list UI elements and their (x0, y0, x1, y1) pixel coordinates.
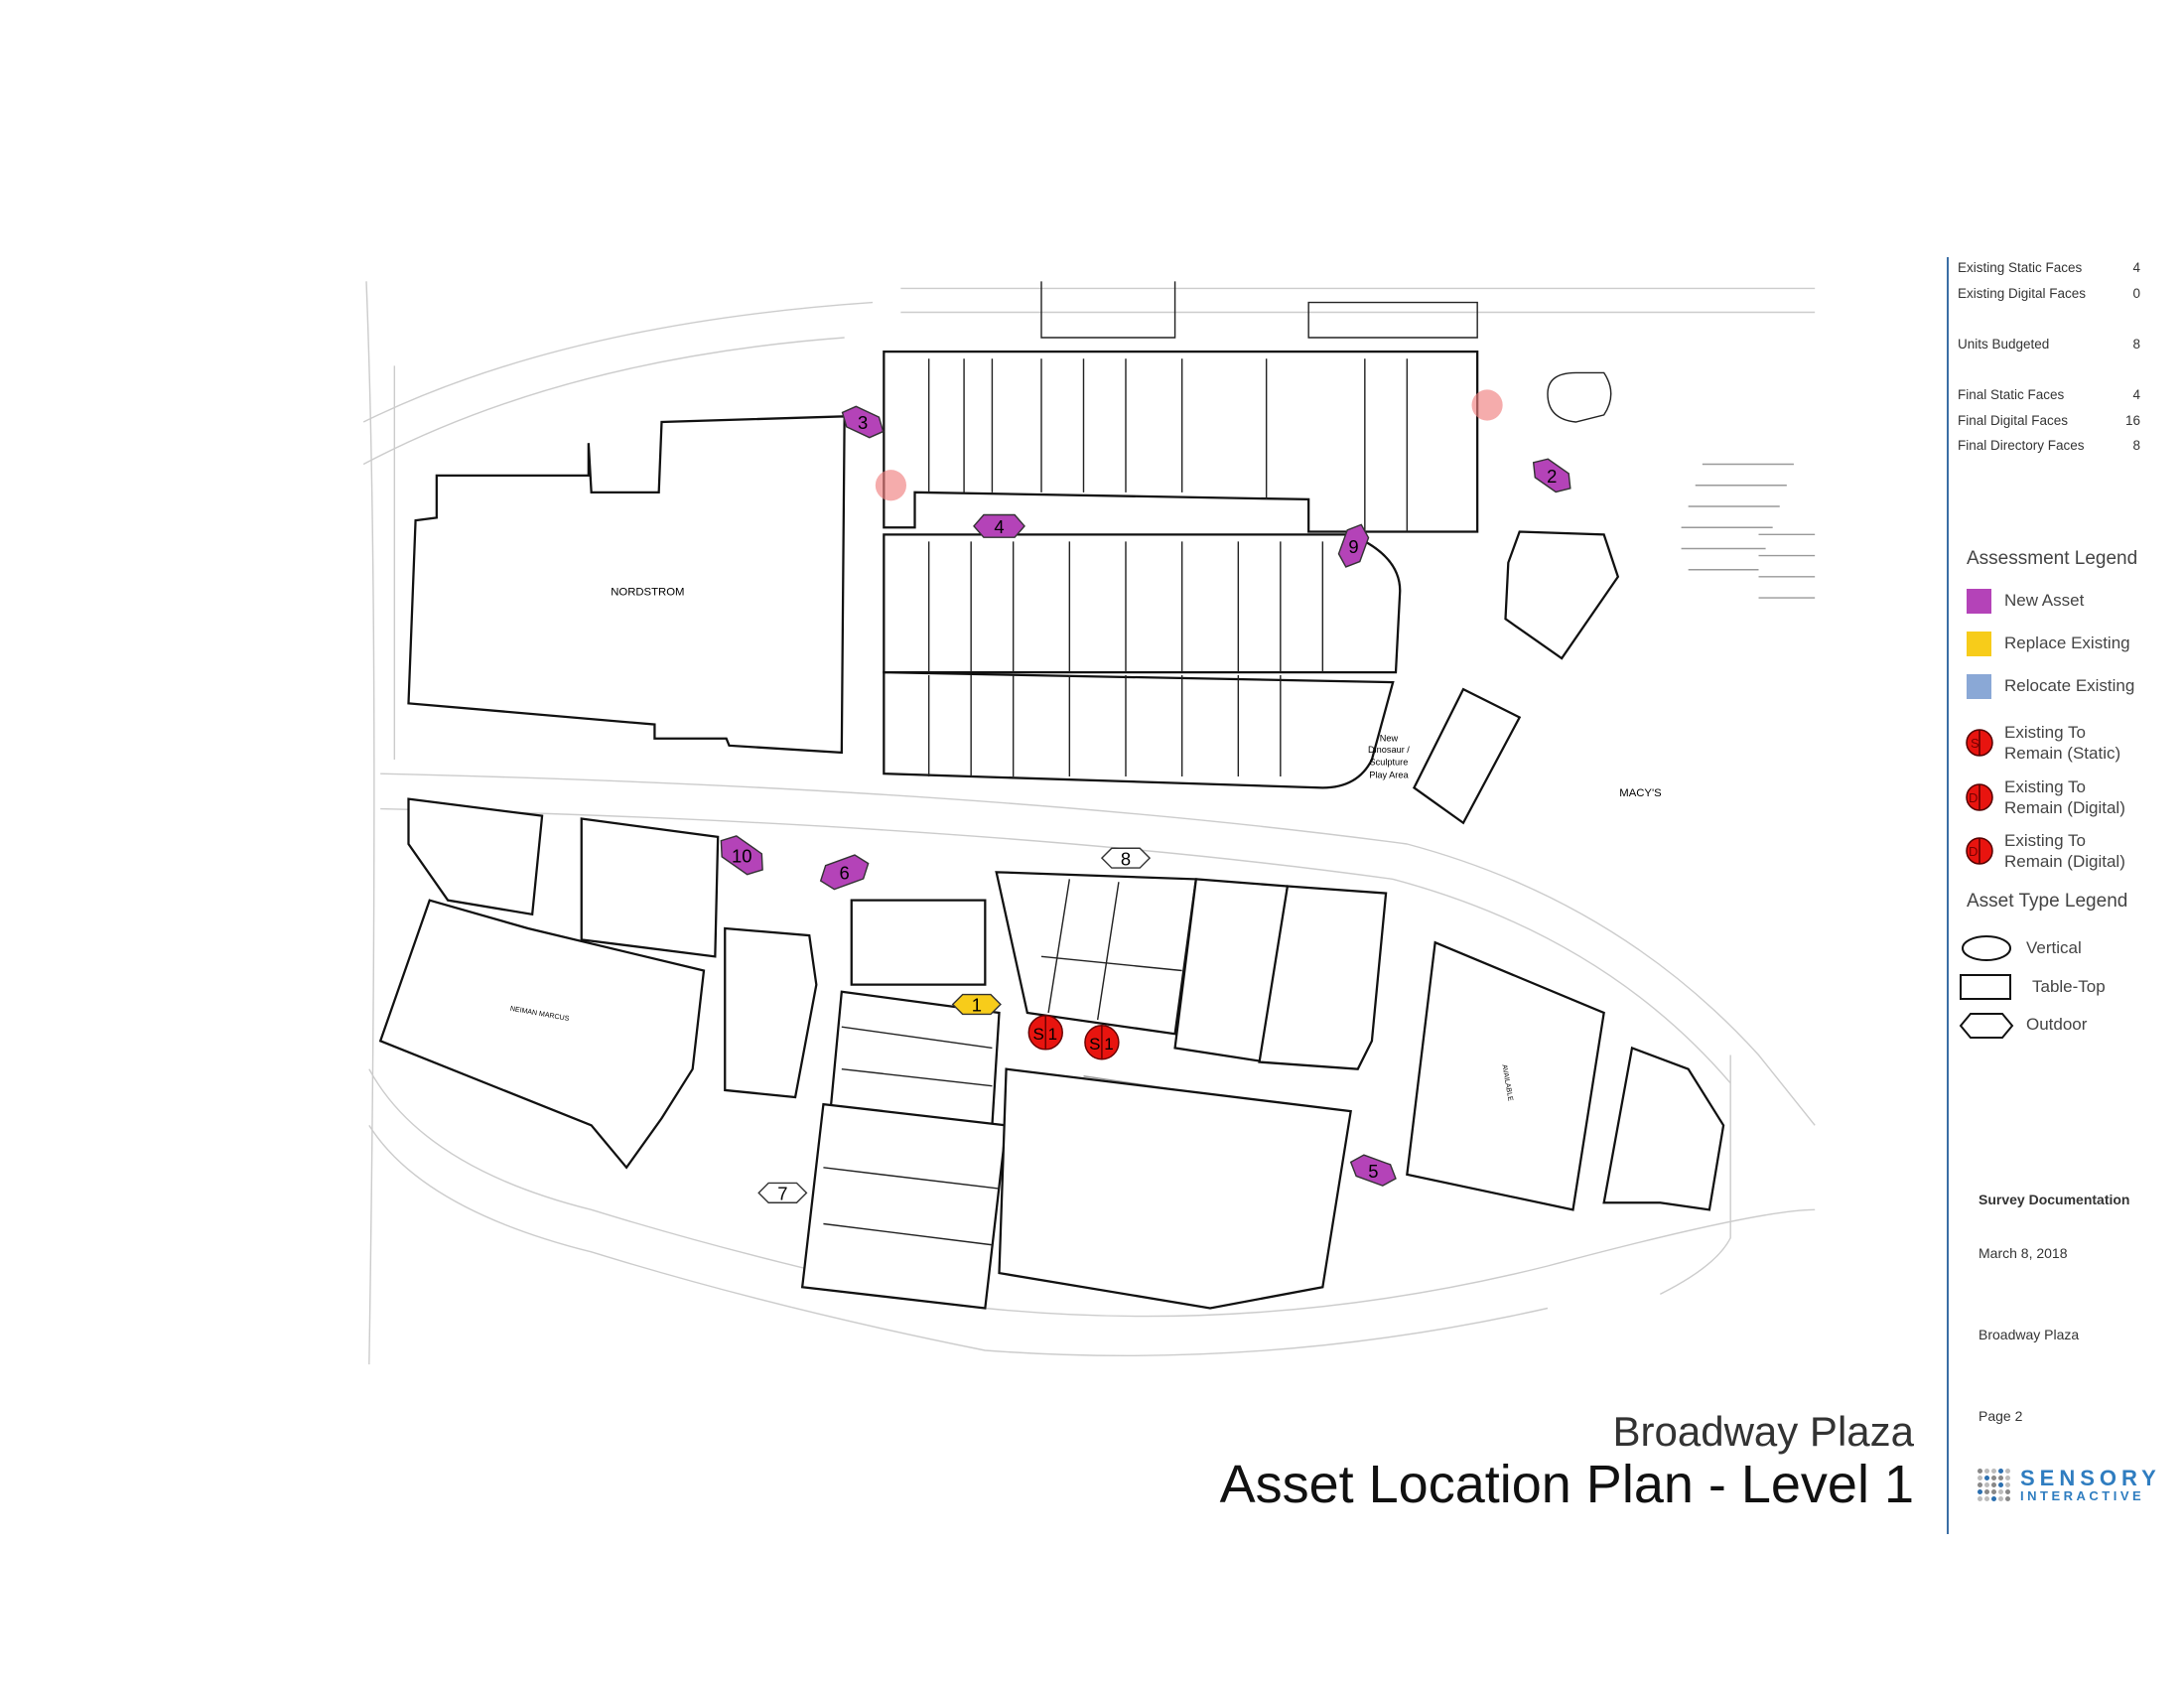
plan-title: Asset Location Plan - Level 1 (1219, 1455, 1914, 1514)
stat-label: Final Digital Faces (1958, 413, 2069, 428)
svg-text:7: 7 (777, 1183, 787, 1203)
svg-text:6: 6 (840, 862, 850, 883)
store-label-macys: MACY'S (1619, 787, 1662, 799)
stat-label: Existing Digital Faces (1958, 286, 2087, 301)
svg-text:New: New (1380, 734, 1399, 744)
asset-marker-6[interactable]: 6 (816, 852, 873, 893)
sidebar-divider (1947, 257, 1949, 1534)
legend-label: Table-Top (2032, 977, 2106, 996)
svg-text:8: 8 (1121, 848, 1131, 869)
svg-text:10: 10 (732, 845, 751, 866)
stat-value: 0 (2132, 286, 2140, 301)
legend-title: Asset Type Legend (1967, 891, 2128, 912)
info-property: Broadway Plaza (1979, 1327, 2080, 1342)
stat-value: 8 (2132, 337, 2140, 352)
svg-text:3: 3 (858, 412, 868, 433)
svg-text:S: S (1089, 1035, 1100, 1054)
table-top-rectangle-icon (1960, 974, 2011, 1000)
faint-existing-marker (1471, 389, 1503, 421)
faint-existing-marker (875, 470, 906, 501)
asset-marker-8[interactable]: 8 (1100, 847, 1152, 869)
asset-marker-9[interactable]: 9 (1335, 520, 1372, 570)
svg-text:1: 1 (1048, 1025, 1057, 1044)
stat-label: Units Budgeted (1958, 337, 2050, 352)
legend-label: New Asset (2004, 591, 2085, 610)
stat-label: Final Static Faces (1958, 387, 2065, 402)
stat-value: 8 (2132, 438, 2140, 453)
stat-label: Final Directory Faces (1958, 438, 2085, 453)
legend-label: Outdoor (2026, 1015, 2088, 1034)
svg-text:D: D (1969, 790, 1978, 805)
logo-line1: SENSORY (2020, 1466, 2161, 1490)
play-area-label: New Dinosaur / Sculpture Play Area (1368, 734, 1410, 780)
svg-text:Play Area: Play Area (1369, 770, 1409, 779)
legend-label: Relocate Existing (2004, 676, 2135, 695)
stat-value: 4 (2132, 387, 2140, 402)
existing-static-icon: S (1966, 729, 1993, 757)
legend-label: Replace Existing (2004, 633, 2130, 652)
svg-text:Sculpture: Sculpture (1370, 758, 1409, 768)
legend-title: Assessment Legend (1967, 548, 2138, 569)
replace-existing-swatch (1967, 632, 1991, 656)
new-asset-swatch (1967, 589, 1991, 614)
asset-marker-1[interactable]: 1 (951, 993, 1002, 1016)
stat-value: 4 (2132, 260, 2140, 275)
svg-text:1: 1 (972, 995, 982, 1016)
logo-line2: INTERACTIVE (2020, 1488, 2145, 1503)
buildings (378, 351, 1725, 1310)
svg-text:4: 4 (994, 516, 1004, 537)
svg-text:S: S (1971, 736, 1979, 751)
existing-digital-icon: D (1966, 837, 1993, 865)
relocate-existing-swatch (1967, 674, 1991, 699)
outdoor-hexagon-icon (1959, 1013, 2014, 1039)
asset-marker-4[interactable]: 4 (973, 513, 1025, 538)
asset-marker-3[interactable]: 3 (837, 402, 887, 442)
asset-marker-7[interactable]: 7 (757, 1182, 808, 1203)
info-page: Page 2 (1979, 1408, 2023, 1424)
svg-text:Dinosaur /: Dinosaur / (1368, 745, 1410, 755)
svg-text:1: 1 (1104, 1035, 1113, 1054)
interior-walls (823, 281, 1612, 1246)
info-heading: Survey Documentation (1979, 1192, 2130, 1207)
vertical-ellipse-icon (1962, 935, 2011, 961)
legend-label: Vertical (2026, 938, 2082, 957)
sensory-interactive-logo: SENSORY INTERACTIVE (1978, 1468, 2161, 1502)
existing-digital-icon: D (1966, 783, 1993, 811)
roads (362, 281, 1816, 1365)
stat-value: 16 (2124, 413, 2140, 428)
svg-text:S: S (1032, 1025, 1043, 1044)
svg-text:2: 2 (1547, 466, 1557, 487)
stat-label: Existing Static Faces (1958, 260, 2083, 275)
store-label-nordstrom: NORDSTROM (611, 586, 684, 598)
asset-marker-5[interactable]: 5 (1347, 1152, 1400, 1191)
svg-text:D: D (1969, 844, 1978, 859)
svg-text:5: 5 (1368, 1161, 1378, 1182)
logo-dots-icon (1978, 1469, 2010, 1501)
svg-text:9: 9 (1348, 536, 1358, 557)
property-title: Broadway Plaza (1612, 1408, 1915, 1455)
asset-marker-10[interactable]: 10 (713, 829, 770, 882)
info-date: March 8, 2018 (1979, 1245, 2068, 1261)
asset-marker-2[interactable]: 2 (1527, 454, 1577, 498)
